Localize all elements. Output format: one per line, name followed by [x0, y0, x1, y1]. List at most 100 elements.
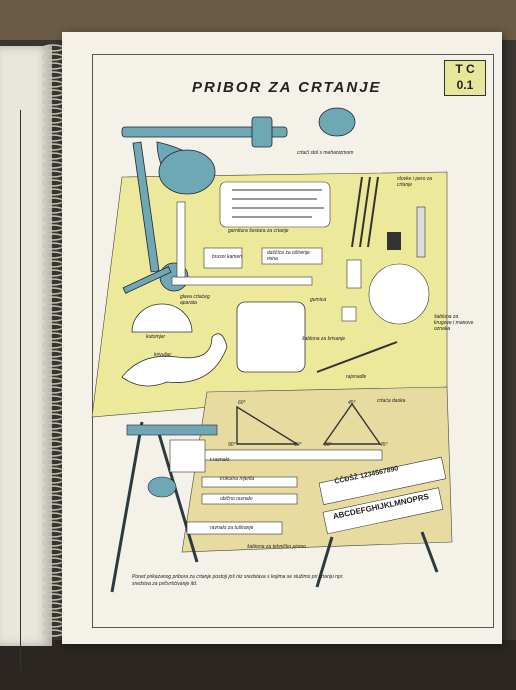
label-lettering-stencil: šablona za tehničko pismo — [247, 544, 306, 550]
lettering-stencil-2 — [322, 487, 444, 535]
spiral-coil — [42, 62, 64, 70]
spiral-coil — [42, 485, 64, 493]
label-drafting-head: glava crtaćeg aparata — [180, 294, 210, 306]
spiral-coil — [42, 161, 64, 169]
label-eraser: gumica — [310, 297, 327, 303]
book-page: T C 0.1 PRIBOR ZA CRTANJE — [62, 32, 502, 644]
spiral-coil — [42, 467, 64, 475]
spiral-coil — [42, 89, 64, 97]
angle-90-b: 90° — [324, 442, 332, 448]
compass-instrument — [316, 341, 398, 373]
spiral-coil — [42, 422, 64, 430]
spiral-coil — [42, 125, 64, 133]
circle-template — [368, 263, 430, 325]
spiral-coil — [42, 341, 64, 349]
left-page-frame — [0, 110, 21, 670]
spiral-coil — [42, 359, 64, 367]
angle-30: 30° — [294, 442, 302, 448]
spiral-coil — [42, 260, 64, 268]
table-beam — [126, 424, 218, 436]
whetstone — [203, 247, 243, 269]
spiral-coil — [42, 512, 64, 520]
page-title: PRIBOR ZA CRTANJE — [192, 79, 382, 96]
spiral-coil — [42, 440, 64, 448]
spiral-coil — [42, 620, 64, 628]
spiral-coil — [42, 350, 64, 358]
spiral-coil — [42, 404, 64, 412]
label-drawing-board: crtaća daska — [377, 398, 406, 404]
spiral-coil — [42, 314, 64, 322]
sanding-board — [261, 247, 323, 265]
spiral-coil — [42, 224, 64, 232]
label-erasing-template: šablona za brisanje — [302, 336, 346, 342]
spiral-coil — [42, 71, 64, 79]
inking-ruler — [186, 521, 283, 535]
sheet-code-box: T C 0.1 — [444, 60, 486, 96]
spiral-coil — [42, 233, 64, 241]
spiral-coil — [42, 215, 64, 223]
table-foot-wheel — [147, 476, 177, 498]
spiral-coil — [42, 134, 64, 142]
spiral-coil — [42, 278, 64, 286]
protractor — [131, 303, 193, 333]
ink-pen — [416, 206, 426, 258]
spiral-coil — [42, 152, 64, 160]
french-curve — [121, 333, 228, 387]
counterweight — [318, 107, 356, 137]
label-pushpins: rajsnadle — [346, 374, 367, 380]
label-drafting-table: crtaći stol s mehanizmom — [297, 150, 354, 156]
angle-90-a: 90° — [228, 442, 236, 448]
table-legs — [110, 421, 439, 593]
spiral-coil — [42, 107, 64, 115]
spiral-coil — [42, 368, 64, 376]
spiral-coil — [42, 179, 64, 187]
spiral-coil — [42, 593, 64, 601]
spiral-coil — [42, 44, 64, 52]
page-caption: Pored prikazanog pribora za crtanje post… — [132, 574, 344, 587]
spiral-coil — [42, 98, 64, 106]
spiral-coil — [42, 188, 64, 196]
angle-60: 60° — [238, 400, 246, 406]
spiral-coil — [42, 539, 64, 547]
spiral-coil — [42, 503, 64, 511]
label-t-square: t-ravnalo — [210, 457, 230, 463]
sheet-code-line-2: 0.1 — [456, 78, 474, 92]
spiral-coil — [42, 386, 64, 394]
erasing-template — [236, 301, 306, 373]
spiral-coil — [42, 395, 64, 403]
label-protractor: kutomjer — [146, 334, 166, 340]
spiral-coil — [42, 611, 64, 619]
spiral-coil — [42, 269, 64, 277]
spiral-coil — [42, 80, 64, 88]
spiral-coil — [42, 251, 64, 259]
spiral-coil — [42, 431, 64, 439]
spiral-coil — [42, 530, 64, 538]
spiral-coil — [42, 458, 64, 466]
t-square-head — [169, 439, 206, 473]
plain-ruler — [201, 493, 298, 505]
pencils — [351, 176, 379, 248]
label-plain-ruler: obično ravnalo — [220, 496, 253, 502]
spiral-coil — [42, 575, 64, 583]
label-french-curve: krivuljar — [154, 352, 172, 358]
spiral-coil — [42, 476, 64, 484]
machine-ruler-vertical — [176, 201, 186, 278]
spiral-coil — [42, 287, 64, 295]
set-square-45 — [322, 402, 382, 445]
angle-45-a: 45° — [348, 400, 356, 406]
spiral-coil — [42, 377, 64, 385]
scale-ruler — [201, 476, 298, 488]
spiral-coil — [42, 296, 64, 304]
label-whetstone: brusni kamen — [212, 254, 243, 260]
angle-45-b: 45° — [380, 442, 388, 448]
spiral-coil — [42, 53, 64, 61]
spiral-coil — [42, 143, 64, 151]
machine-ruler-horizontal — [171, 276, 313, 286]
spiral-coil — [42, 413, 64, 421]
ink-bottle — [387, 232, 401, 250]
label-sanding-board: daščica za oštrenje mina — [267, 250, 310, 262]
eraser — [346, 259, 362, 289]
label-inking-ruler: ravnalo za tuširanje — [210, 525, 254, 531]
label-circle-template: šablona za krugove i manove oznaka — [434, 314, 474, 332]
spiral-coil — [42, 557, 64, 565]
